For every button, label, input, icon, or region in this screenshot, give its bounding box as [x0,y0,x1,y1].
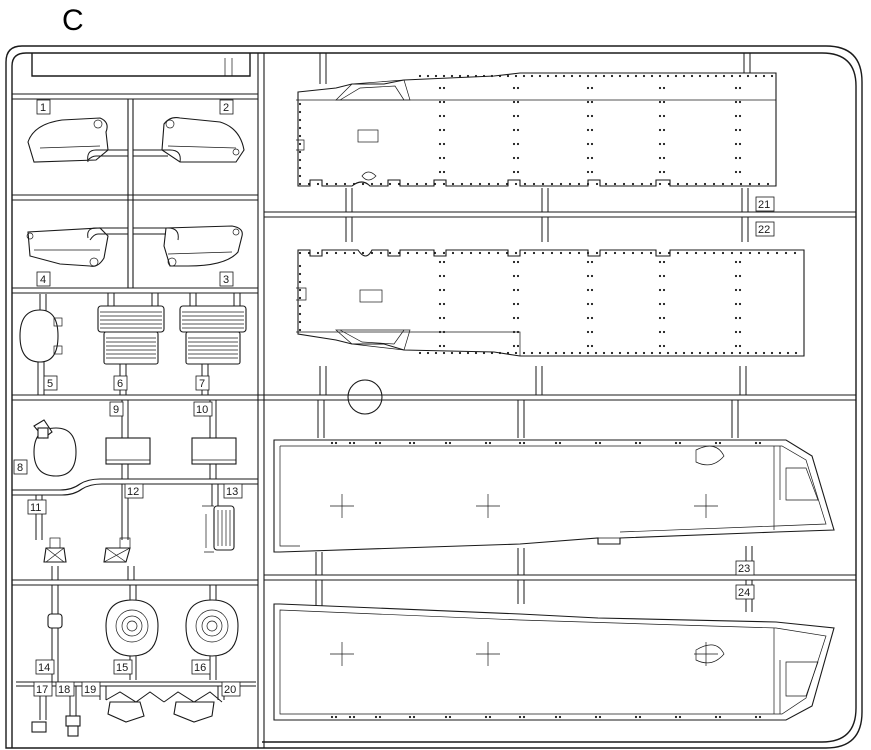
part-10-block [191,437,237,465]
part-16-wheel [185,599,239,657]
svg-text:12: 12 [127,486,139,498]
part-12-bracket [103,537,131,563]
svg-text:13: 13 [226,486,238,498]
svg-text:1: 1 [40,102,46,114]
svg-text:8: 8 [17,462,23,474]
part-label-15: 15 [113,659,133,675]
part-label-24: 24 [735,584,755,600]
part-label-16: 16 [191,659,211,675]
part-9-block [105,437,151,465]
part-label-6: 6 [113,375,128,391]
part-label-23: 23 [735,560,755,576]
part-label-22: 22 [755,221,775,237]
part-4-fender [26,227,128,267]
part-20-bracket [163,691,223,723]
svg-text:19: 19 [84,684,96,696]
part-17-pin [31,721,47,733]
part-label-2: 2 [219,99,234,115]
svg-text:21: 21 [758,199,770,211]
part-label-5: 5 [43,375,58,391]
svg-text:4: 4 [40,274,46,286]
part-number-labels: 1 2 3 4 5 6 7 8 9 10 11 12 13 14 15 16 1… [13,99,775,697]
part-8-hatch [33,419,77,477]
part-6-grille [97,305,165,365]
svg-text:24: 24 [738,587,750,599]
part-label-11: 11 [27,499,47,515]
svg-text:5: 5 [47,378,53,390]
part-3-fender [133,225,243,267]
svg-text:17: 17 [36,684,48,696]
part-label-10: 10 [193,401,213,417]
part-1-fender [27,117,128,163]
part-label-8: 8 [13,459,28,475]
svg-text:22: 22 [758,224,770,236]
sprue-letter: C [62,4,84,37]
svg-text:11: 11 [30,502,41,514]
part-5-round-cover [19,309,63,363]
part-19-bracket [105,691,165,723]
part-label-21: 21 [755,196,775,212]
left-runners [12,93,258,586]
part-24-side-panel [273,603,835,721]
svg-text:15: 15 [116,662,128,674]
part-label-9: 9 [109,401,124,417]
part-label-3: 3 [219,271,234,287]
part-2-fender [133,117,245,163]
main-cross-runner [12,379,856,415]
svg-text:7: 7 [199,378,205,390]
part-label-4: 4 [36,271,51,287]
part-15-wheel [105,599,159,657]
part-7-grille [179,305,247,365]
part-label-18: 18 [55,681,75,697]
svg-text:16: 16 [194,662,206,674]
svg-text:2: 2 [223,102,229,114]
part-21-hull-plate [296,72,777,187]
part-23-side-panel [273,439,835,553]
part-14-small-fitting [47,613,63,629]
part-label-1: 1 [36,99,51,115]
part-22-hull-plate [296,249,805,357]
part-label-19: 19 [81,681,101,697]
part-label-7: 7 [195,375,210,391]
part-label-13: 13 [223,483,243,499]
sprue-frame [5,45,863,749]
part-label-12: 12 [124,483,144,499]
svg-text:18: 18 [58,684,70,696]
part-18-pin [65,715,81,737]
part-label-17: 17 [33,681,53,697]
svg-text:9: 9 [113,404,119,416]
part-11-bracket [43,537,67,563]
svg-text:23: 23 [738,563,750,575]
svg-text:6: 6 [117,378,123,390]
svg-text:3: 3 [223,274,229,286]
svg-text:10: 10 [196,404,208,416]
part-13-rack [202,505,235,553]
rivet-details [298,74,798,719]
right-runners [264,211,856,581]
part-label-20: 20 [221,681,241,697]
svg-text:14: 14 [38,662,50,674]
svg-text:20: 20 [224,684,236,696]
part-label-14: 14 [35,659,55,675]
